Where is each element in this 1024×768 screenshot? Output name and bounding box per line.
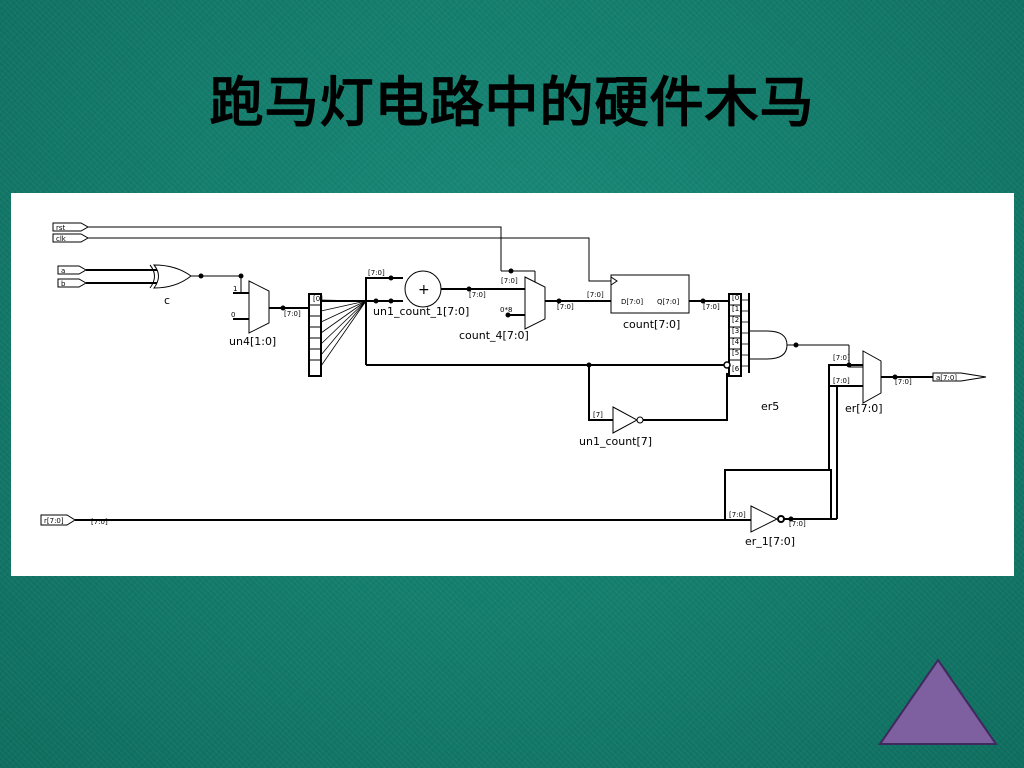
bus-label-er-in-0: [7:0]: [833, 377, 850, 385]
and-bit-2: [2]: [732, 316, 742, 324]
label-clk: clk: [56, 235, 67, 243]
and-gate-er5: [748, 330, 788, 360]
bit-label-7: [7]: [593, 411, 603, 419]
instance-label-er1: er_1[7:0]: [745, 535, 795, 548]
mux-count-4: [524, 276, 546, 330]
port-clk: [52, 233, 90, 243]
bus-label-er-out: [7:0]: [895, 378, 912, 386]
bus-label-adder-out: [7:0]: [469, 291, 486, 299]
adder-plus-symbol: +: [418, 282, 430, 298]
and-bit-4: [4]: [732, 338, 742, 346]
port-out: [932, 372, 987, 382]
bit-label-0: [0]: [313, 295, 323, 303]
and-bit-0: [0]: [732, 294, 742, 302]
bus-label-er-in-1: [7:0]: [833, 354, 850, 362]
port-r: [40, 514, 76, 526]
port-b: [57, 278, 88, 288]
and-bit-3: [3]: [732, 327, 742, 335]
and-bit-1: [1]: [732, 305, 742, 313]
bus-label-mux-in: [7:0]: [501, 277, 518, 285]
instance-label-register: count[7:0]: [623, 318, 680, 331]
and-bit-5: [5]: [732, 349, 742, 357]
triangle-up-icon: [878, 658, 998, 745]
label-b: b: [61, 280, 66, 288]
bus-label-er1-in: [7:0]: [729, 511, 746, 519]
pin-mux-in-1: 1: [233, 285, 237, 293]
port-a: [57, 265, 88, 275]
inverter-un1-count-7: [612, 406, 639, 434]
bus-label-un4: [7:0]: [284, 310, 301, 318]
bus-label-mux-out: [7:0]: [557, 303, 574, 311]
xor-gate-c: [149, 264, 192, 289]
label-a: a: [61, 267, 65, 275]
bus-label-adder-in: [7:0]: [368, 269, 385, 277]
register-count: [610, 274, 690, 314]
bus-label-reg-in: [7:0]: [587, 291, 604, 299]
slide-title: 跑马灯电路中的硬件木马: [209, 71, 815, 134]
label-rst: rst: [56, 224, 66, 232]
mux-un4: [248, 280, 270, 334]
pin-reg-q: Q[7:0]: [657, 298, 680, 306]
instance-label-un4: un4[1:0]: [229, 335, 276, 348]
inverter-er-1: [750, 505, 779, 533]
pin-mux-in-0: 0: [231, 311, 235, 319]
port-rst: [52, 222, 90, 232]
pin-const-zero: 0*8: [500, 306, 512, 314]
instance-label-count4: count_4[7:0]: [459, 329, 529, 342]
and-bit-6: [6]: [732, 365, 742, 373]
instance-label-er: er[7:0]: [845, 402, 883, 415]
bus-label-er1-out: [7:0]: [789, 520, 806, 528]
nav-triangle-button[interactable]: [876, 656, 1000, 748]
bus-label-reg-out: [7:0]: [703, 303, 720, 311]
instance-label-xor: c: [164, 294, 170, 307]
instance-label-un1-count7: un1_count[7]: [579, 435, 652, 448]
label-out: a[7:0]: [936, 374, 957, 382]
bus-label-r: [7:0]: [91, 518, 108, 526]
schematic-panel: rst clk a b r[7:0] a[7:0] 1 0 [7:0] [0] …: [11, 193, 1014, 576]
instance-label-er5: er5: [761, 400, 779, 413]
mux-er: [862, 350, 882, 404]
schematic-diagram: rst clk a b r[7:0] a[7:0] 1 0 [7:0] [0] …: [40, 222, 987, 548]
instance-label-adder: un1_count_1[7:0]: [373, 305, 469, 318]
pin-reg-d: D[7:0]: [621, 298, 643, 306]
label-r: r[7:0]: [44, 517, 64, 525]
